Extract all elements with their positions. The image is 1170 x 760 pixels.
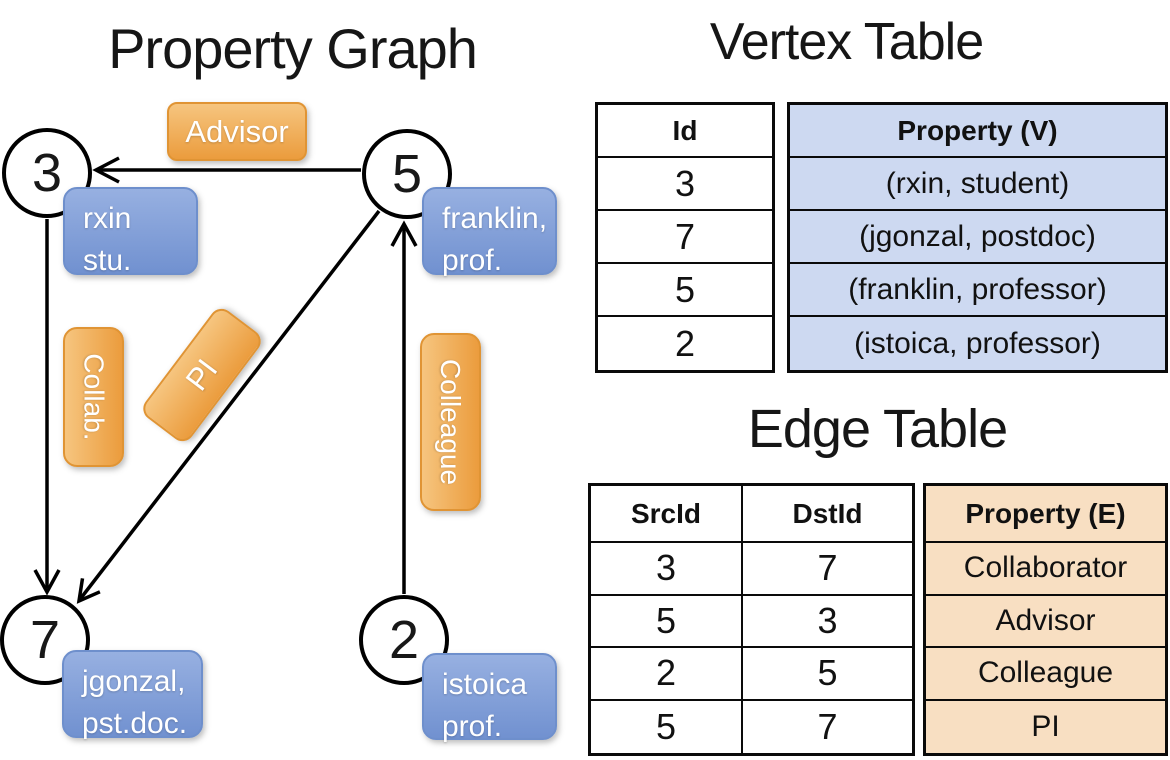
edge-table-dst-cell: 7 xyxy=(817,705,838,747)
edge-table-dst-cell: 5 xyxy=(817,652,838,694)
vertex-table-property-cell: (franklin, professor) xyxy=(790,264,1165,317)
node-circle-2: 2 xyxy=(359,595,449,685)
edge-table-row: 2 5 xyxy=(591,648,912,701)
node-id-3: 3 xyxy=(31,143,63,203)
edge-table-src-cell: 5 xyxy=(591,700,743,753)
edge-table-src-cell: 2 xyxy=(591,648,743,699)
vertex-property-box-jgonzal: jgonzal, pst.doc. xyxy=(62,650,203,740)
edge-table-dst-cell: 7 xyxy=(817,547,838,589)
edge-table-dst-cell: 3 xyxy=(817,599,838,641)
vertex-table-id-column: Id 3 7 5 2 xyxy=(595,102,775,373)
edge-label-collab-text: Collab. xyxy=(78,353,110,441)
edge-table-header-row: SrcId DstId xyxy=(591,486,912,543)
edge-table-property-header: Property (E) xyxy=(926,486,1165,543)
edge-arrow-3-to-7 xyxy=(33,219,61,596)
vertex-property-box-istoica: istoica prof. xyxy=(422,653,557,743)
edge-table-property-column: Property (E) Collaborator Advisor Collea… xyxy=(923,483,1168,756)
edge-arrow-2-to-5 xyxy=(390,220,418,594)
vertex-property-box-rxin: rxin stu. xyxy=(63,187,198,277)
node-id-5: 5 xyxy=(391,144,423,204)
edge-table-id-columns: SrcId DstId 3 7 5 3 2 5 5 7 xyxy=(588,483,915,756)
edge-table-row: 5 3 xyxy=(591,595,912,648)
vertex-table-id-header: Id xyxy=(598,105,772,158)
vertex-property-line1: jgonzal, xyxy=(82,665,186,698)
edge-label-advisor: Advisor xyxy=(167,102,307,161)
edge-arrow-5-to-7 xyxy=(76,209,381,604)
edge-label-colleague-text: Colleague xyxy=(435,358,467,486)
graph-edges-layer xyxy=(33,156,418,604)
vertex-property-line2: stu. xyxy=(83,244,132,277)
vertex-property-line2: prof. xyxy=(442,710,503,743)
edge-label-advisor-text: Advisor xyxy=(185,113,289,149)
vertex-table-property-cell: (jgonzal, postdoc) xyxy=(790,211,1165,264)
vertex-table-id-cell: 3 xyxy=(598,158,772,211)
vertex-table-title: Vertex Table xyxy=(709,13,984,71)
edge-table-property-cell: PI xyxy=(926,700,1165,753)
vertex-property-line1: franklin, xyxy=(442,202,548,235)
edge-label-collab: Collab. xyxy=(63,327,124,467)
node-id-7: 7 xyxy=(29,610,61,670)
vertex-property-line2: prof. xyxy=(442,244,503,277)
vertex-table-property-cell: (rxin, student) xyxy=(790,158,1165,211)
vertex-property-line2: pst.doc. xyxy=(82,707,188,740)
vertex-property-line1: rxin xyxy=(83,202,132,235)
edge-table-row: 5 7 xyxy=(591,700,912,753)
edge-table-property-cell: Colleague xyxy=(926,648,1165,701)
edge-table-title: Edge Table xyxy=(747,399,1008,459)
vertex-table-id-cell: 7 xyxy=(598,211,772,264)
vertex-table-id-cell: 5 xyxy=(598,264,772,317)
edge-table-row: 3 7 xyxy=(591,543,912,596)
vertex-property-box-franklin: franklin, prof. xyxy=(422,187,557,277)
vertex-table-property-cell: (istoica, professor) xyxy=(790,317,1165,370)
vertex-table-property-column: Property (V) (rxin, student) (jgonzal, p… xyxy=(787,102,1168,373)
property-graph-title: Property Graph xyxy=(108,17,478,80)
vertex-table-property-header: Property (V) xyxy=(790,105,1165,158)
edge-table-property-cell: Advisor xyxy=(926,595,1165,648)
edge-arrow-5-to-3 xyxy=(92,156,361,184)
edge-table-dstid-header: DstId xyxy=(792,497,863,529)
node-id-2: 2 xyxy=(388,610,420,670)
edge-label-colleague: Colleague xyxy=(420,333,481,511)
edge-table-srcid-header: SrcId xyxy=(591,486,743,541)
edge-table-src-cell: 5 xyxy=(591,595,743,646)
vertex-property-line1: istoica xyxy=(442,668,528,701)
vertex-table-id-cell: 2 xyxy=(674,322,696,364)
edge-label-pi-text: PI xyxy=(178,352,225,397)
edge-table-src-cell: 3 xyxy=(591,543,743,594)
edge-table-property-cell: Collaborator xyxy=(926,543,1165,596)
